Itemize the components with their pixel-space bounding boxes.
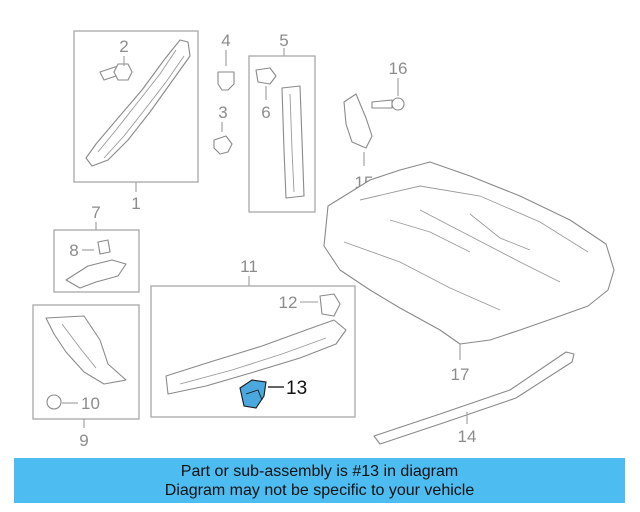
clip-3-part	[213, 135, 233, 155]
sill-trim-11-part	[165, 319, 347, 395]
callout-1: 1	[131, 194, 140, 213]
highlighted-part-13	[239, 379, 267, 409]
banner-line-1: Part or sub-assembly is #13 in diagram	[180, 462, 459, 480]
bracket-8-part	[65, 259, 127, 289]
group-box-9	[32, 304, 140, 420]
callout-13: 13	[286, 378, 307, 399]
callout-6: 6	[261, 103, 270, 122]
floor-carpet-17-part	[323, 161, 615, 345]
callout-9: 9	[79, 431, 88, 450]
trim-15-part	[343, 93, 373, 149]
sill-strip-14-part	[373, 351, 575, 445]
callout-10: 10	[81, 394, 100, 413]
lower-trim-9-part	[45, 315, 127, 385]
a-pillar-trim-part	[85, 39, 191, 167]
banner-line-2: Diagram may not be specific to your vehi…	[164, 481, 475, 499]
callout-2: 2	[119, 37, 128, 56]
b-pillar-trim-part	[281, 85, 305, 199]
group-box-5	[248, 55, 316, 213]
clip-10-part	[46, 394, 62, 410]
clip-4-part	[217, 71, 235, 91]
callout-12: 12	[279, 293, 298, 312]
screw-16-part	[371, 97, 405, 111]
clip-12-part	[319, 293, 341, 317]
info-banner: Part or sub-assembly is #13 in diagram D…	[14, 458, 625, 503]
callout-11: 11	[240, 257, 258, 276]
callout-16: 16	[389, 59, 408, 78]
callout-7: 7	[91, 203, 100, 222]
bolt-2-part	[99, 63, 133, 81]
callout-5: 5	[279, 31, 288, 50]
callout-17: 17	[451, 365, 470, 384]
group-box-7	[53, 229, 140, 293]
clip-6-part	[255, 67, 277, 85]
clip-8-part	[97, 239, 111, 255]
callout-8: 8	[69, 241, 78, 260]
group-box-11	[150, 285, 356, 418]
callout-3: 3	[218, 103, 227, 122]
callout-4: 4	[221, 31, 230, 50]
callout-14: 14	[458, 427, 477, 446]
